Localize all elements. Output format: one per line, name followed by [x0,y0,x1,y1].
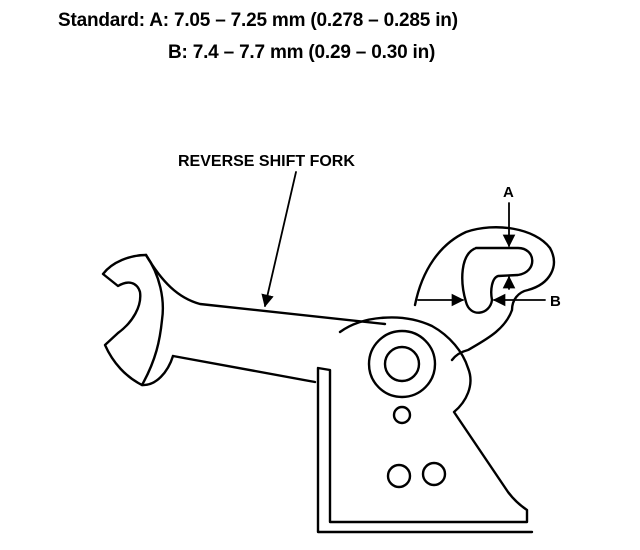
fork-hook-inner [461,246,534,314]
spec-standard-b: B: 7.4 – 7.7 mm (0.29 – 0.30 in) [168,42,436,63]
fork-body [316,316,534,534]
fork-arm-upper-edge [144,253,387,326]
spec-standard-a: Standard: A: 7.05 – 7.25 mm (0.278 – 0.2… [58,10,458,31]
fork-jaw-inner-edge [140,253,165,387]
pivot-hole [383,345,421,383]
pivot-boss [367,329,437,399]
small-hole-upper [392,405,412,425]
fork-hook-outer [413,226,556,362]
fork-arm-lower-edge [171,354,317,384]
small-hole-left [386,463,412,489]
dimension-label-a: A [503,184,514,201]
part-leader-arrow [261,171,297,308]
small-hole-right [421,461,447,487]
fork-jaws [101,253,175,387]
dimension-label-b: B [550,293,561,310]
part-label: REVERSE SHIFT FORK [178,153,355,170]
